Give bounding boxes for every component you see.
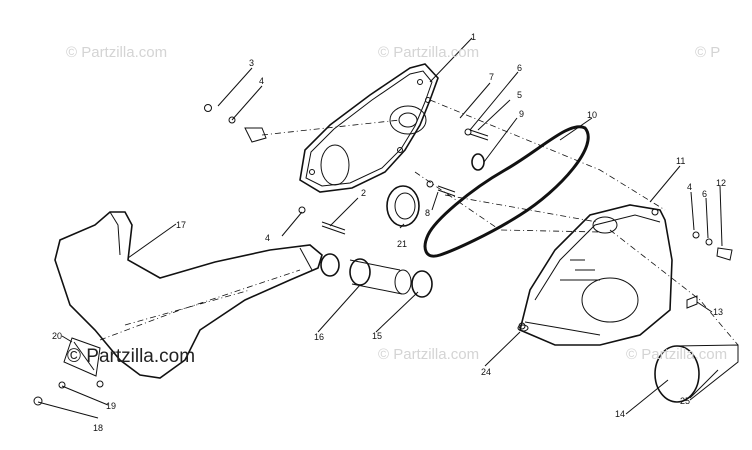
clamp-16[interactable]: [320, 253, 412, 295]
drive-belt[interactable]: [423, 125, 590, 258]
callout-14: 14: [615, 409, 625, 419]
watermark-top-right: © P: [695, 44, 721, 61]
watermark-top-center: © Partzilla.com: [378, 44, 480, 61]
bolt-3[interactable]: [204, 104, 267, 143]
callout-15: 15: [372, 331, 382, 341]
bolt-5[interactable]: [464, 128, 489, 141]
callout-21: 21: [397, 239, 407, 249]
seal-21[interactable]: [386, 185, 420, 227]
callout-4: 4: [265, 233, 270, 243]
callout-25: 25: [680, 396, 690, 406]
callout-2: 2: [361, 188, 366, 198]
callout-16: 16: [314, 332, 324, 342]
callout-5: 5: [517, 90, 522, 100]
bolt-8[interactable]: [426, 180, 456, 197]
intake-duct[interactable]: [54, 211, 323, 379]
callout-11: 11: [676, 156, 685, 166]
callout-12: 12: [716, 178, 726, 188]
callout-1: 1: [471, 32, 476, 42]
callout-20: 20: [52, 331, 62, 341]
callout-4: 4: [259, 76, 264, 86]
fitting-24[interactable]: [517, 324, 529, 332]
watermark-top-left: © Partzilla.com: [66, 44, 168, 61]
callout-8: 8: [425, 208, 430, 218]
callout-10: 10: [587, 110, 597, 120]
callout-9: 9: [519, 109, 524, 119]
callout-18: 18: [93, 423, 103, 433]
callout-6: 6: [702, 189, 707, 199]
inner-cover-plate[interactable]: [299, 63, 439, 193]
callout-6: 6: [517, 63, 522, 73]
washer-9[interactable]: [471, 153, 485, 171]
watermark-bottom-right: © Partzilla.com: [626, 346, 728, 363]
watermark-bottom-center: © Partzilla.com: [378, 346, 480, 363]
bolt-12[interactable]: [692, 231, 733, 261]
callout-13: 13: [713, 307, 723, 317]
callout-4: 4: [687, 182, 692, 192]
watermark-bottom-left: © Partzilla.com: [67, 346, 196, 367]
clamp-15[interactable]: [411, 270, 433, 298]
bracket-13[interactable]: [686, 295, 698, 309]
screw-18[interactable]: [33, 380, 104, 406]
outer-cover[interactable]: [518, 204, 673, 346]
callout-3: 3: [249, 58, 254, 68]
callout-19: 19: [106, 401, 116, 411]
plate-14[interactable]: [654, 344, 739, 403]
callout-17: 17: [176, 220, 186, 230]
callout-24: 24: [481, 367, 491, 377]
bracket-20[interactable]: [63, 337, 101, 377]
callout-7: 7: [489, 72, 494, 82]
bolt-2[interactable]: [298, 206, 346, 235]
